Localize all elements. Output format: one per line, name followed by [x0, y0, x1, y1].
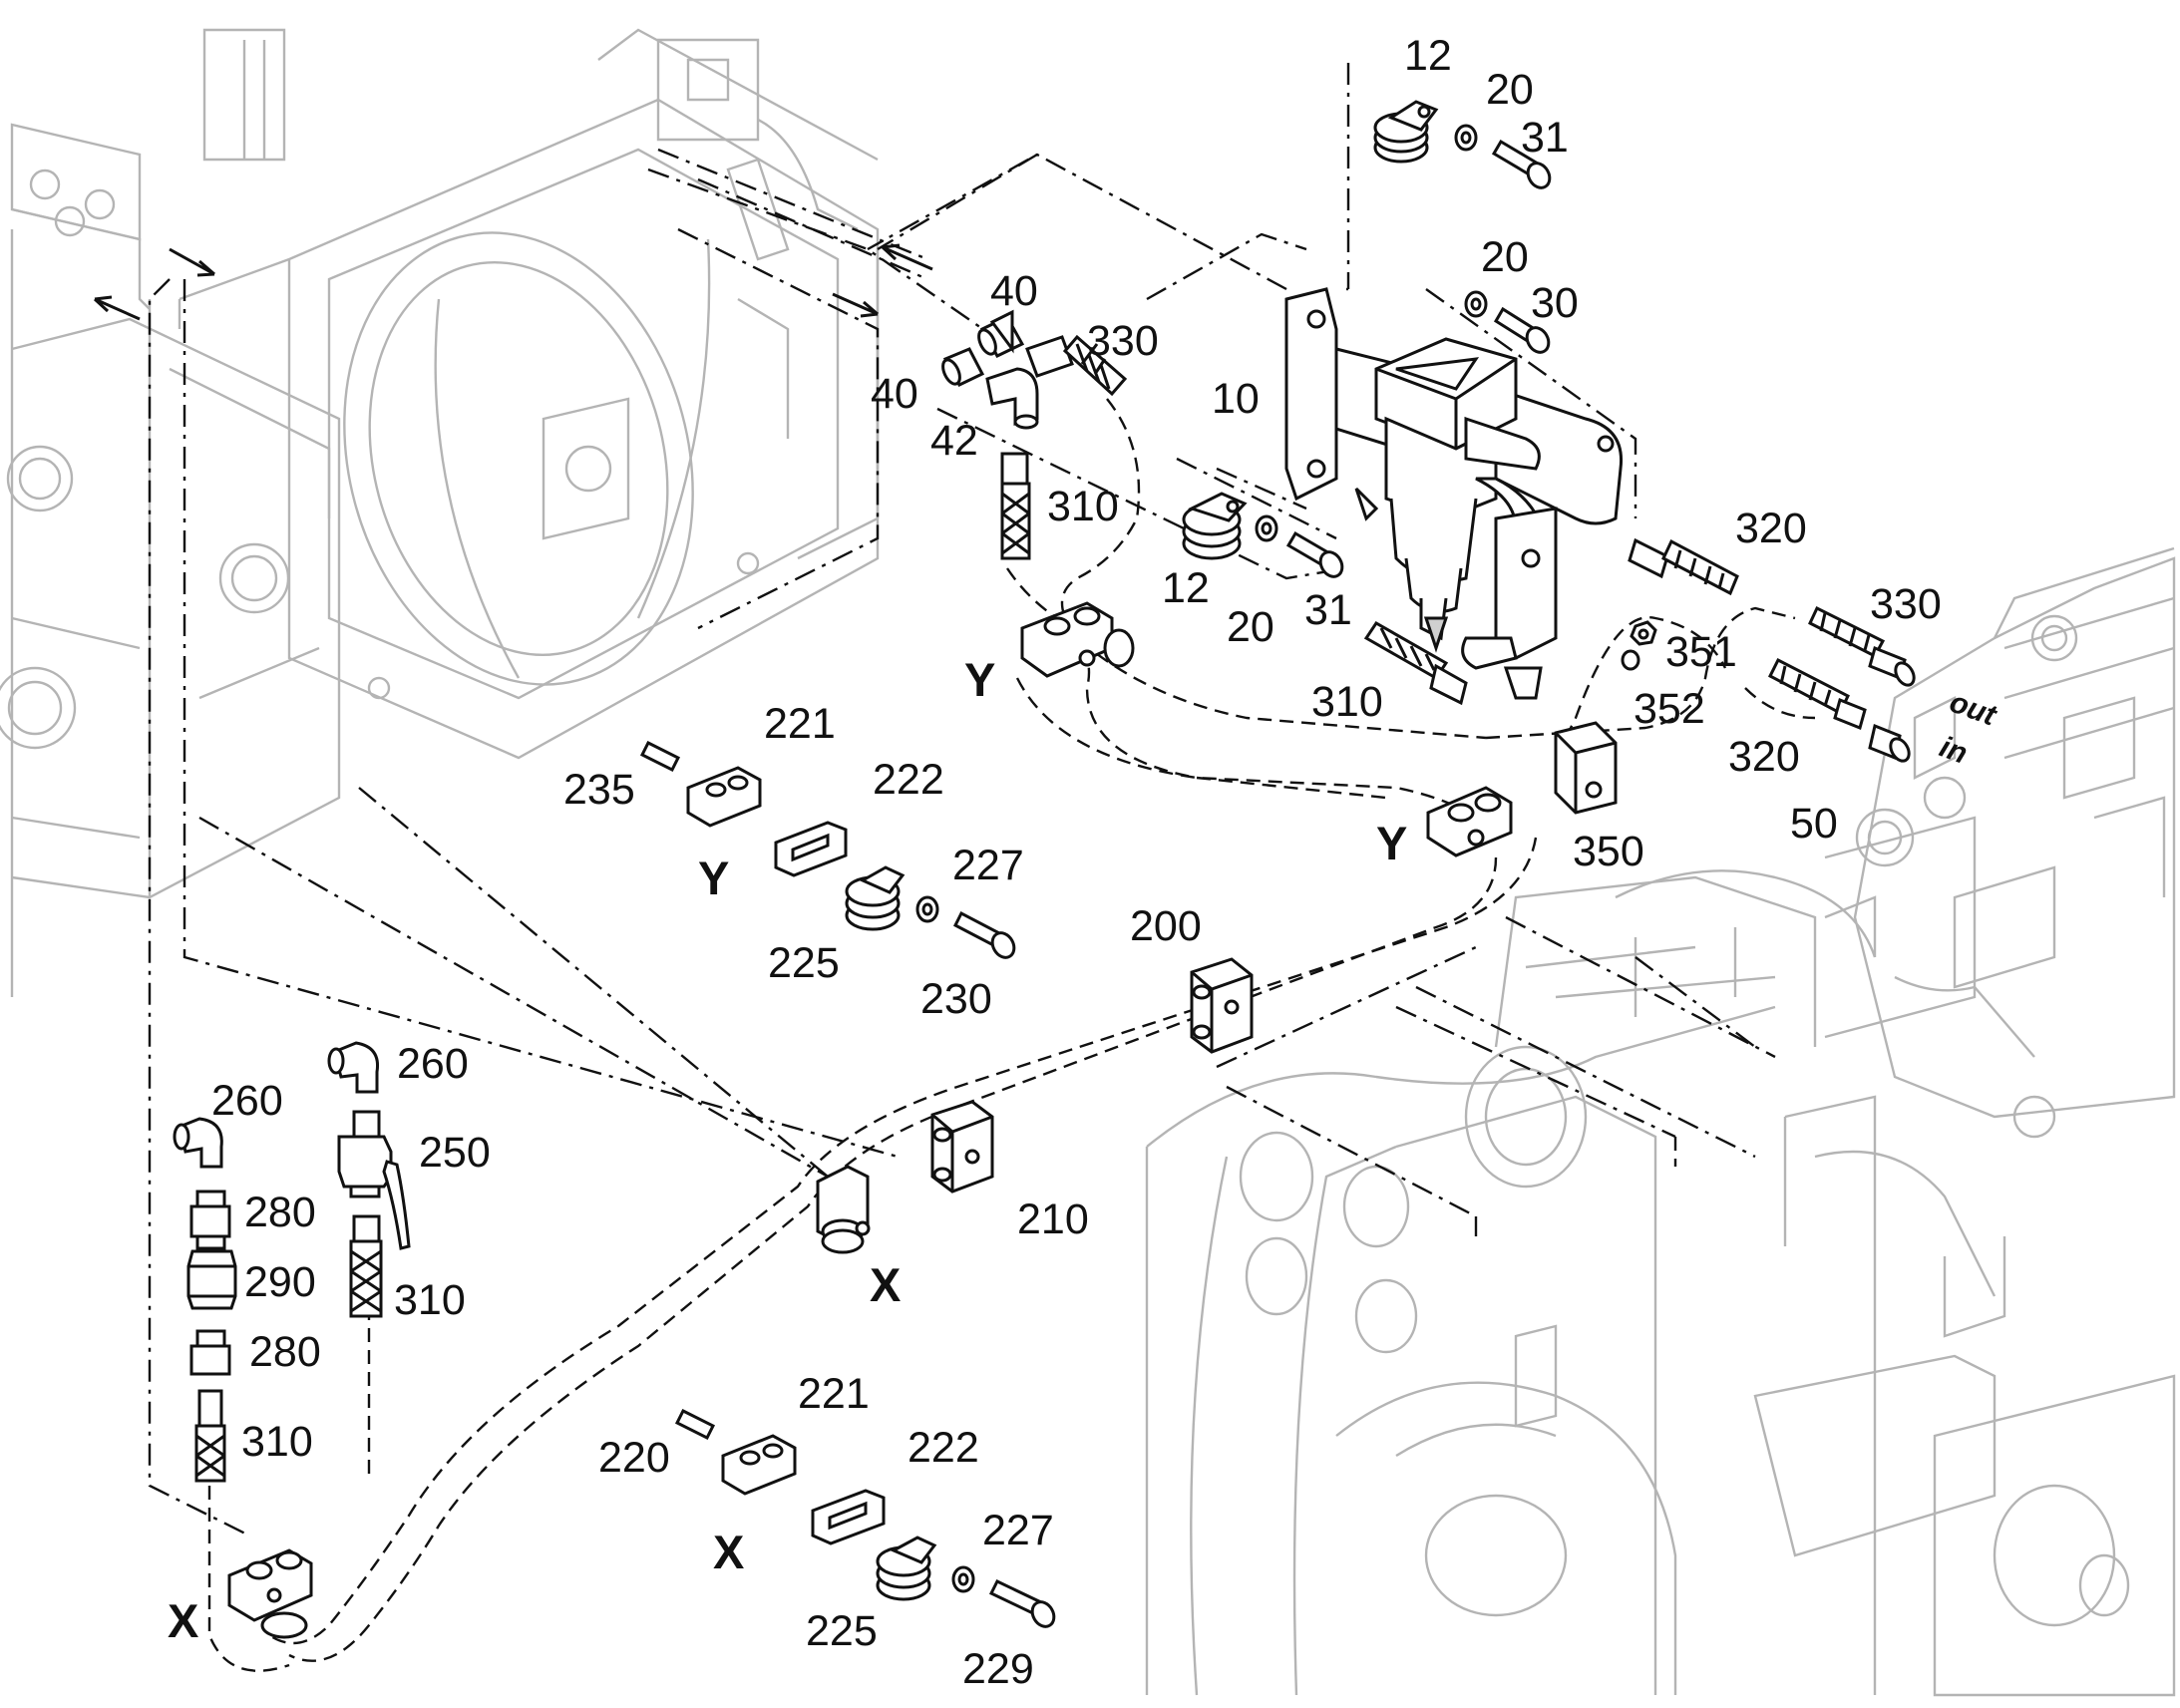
part-number-labels: 12 20 31 20 30 40 330 40 10 42 310 12 20… [211, 32, 1942, 1693]
washer-20-b [1464, 290, 1488, 318]
label-280-b: 280 [249, 1328, 321, 1376]
left-hose-stack [173, 1117, 237, 1483]
chassis-frame-outline [1145, 816, 2176, 1697]
hose-330-right [1808, 605, 1916, 687]
label-250: 250 [419, 1129, 491, 1177]
flow-direction-labels: out in [1936, 686, 2002, 771]
label-227-a: 227 [952, 842, 1024, 889]
fitting-50 [1868, 723, 1911, 763]
label-31-b: 31 [1304, 586, 1352, 634]
washer-352 [1621, 649, 1640, 671]
clamp-y-upper [1020, 601, 1135, 678]
label-40-a: 40 [990, 267, 1038, 315]
label-10: 10 [1212, 375, 1260, 423]
label-320-a: 320 [1735, 505, 1807, 552]
label-200: 200 [1130, 902, 1202, 950]
label-20-c: 20 [1227, 603, 1274, 651]
fitting-40-lower [941, 347, 985, 387]
label-280-a: 280 [244, 1189, 316, 1236]
label-225-a: 225 [768, 939, 840, 987]
label-310-a: 310 [1047, 483, 1119, 530]
label-42: 42 [930, 417, 978, 465]
right-hose-stack [327, 1041, 411, 1318]
bolt-30 [1493, 306, 1551, 354]
label-20-top: 20 [1486, 66, 1534, 114]
label-221-b: 221 [798, 1370, 870, 1418]
flow-arrows [93, 243, 933, 321]
hose-330-upper [1025, 334, 1128, 397]
callout-y-top: Y [964, 653, 995, 706]
detail-callouts: Y Y Y X X X [168, 653, 1407, 1647]
label-230: 230 [920, 975, 992, 1023]
label-290: 290 [244, 1258, 316, 1306]
label-350: 350 [1573, 828, 1644, 875]
label-40-b: 40 [871, 370, 918, 418]
clamp-x-mid [816, 1165, 871, 1254]
label-352: 352 [1634, 685, 1705, 733]
label-310-d: 310 [241, 1418, 313, 1466]
label-30: 30 [1531, 279, 1579, 327]
engine-outline [1824, 546, 2176, 1139]
label-310-c: 310 [394, 1276, 466, 1324]
label-20-b: 20 [1481, 233, 1529, 281]
clamp-350 [1554, 721, 1618, 815]
hose-310-upper [1000, 452, 1031, 560]
washer-20-top [1454, 124, 1478, 152]
bolt-31-middle [1285, 530, 1344, 578]
background-machine-structure [0, 28, 2176, 1697]
label-12-b: 12 [1162, 564, 1210, 612]
label-31-top: 31 [1521, 114, 1569, 162]
label-330-b: 330 [1870, 580, 1942, 628]
label-222-b: 222 [908, 1424, 979, 1472]
clamp-210 [930, 1100, 994, 1194]
callout-y-mid: Y [1376, 817, 1407, 869]
label-12-top: 12 [1404, 32, 1452, 80]
clamp-12-middle [1182, 492, 1248, 560]
label-235: 235 [563, 766, 635, 814]
clamp-12-top [1373, 100, 1439, 164]
label-260-a: 260 [211, 1077, 283, 1125]
label-221-a: 221 [764, 700, 836, 748]
fuel-filter-assembly [1284, 287, 1624, 700]
hose-routing [207, 398, 1816, 1672]
label-220: 220 [598, 1434, 670, 1482]
label-229: 229 [962, 1645, 1034, 1693]
hose-320-upper [1628, 537, 1739, 596]
hose-320-right [1768, 657, 1867, 731]
detail-x-parts [674, 1408, 1056, 1628]
label-260-b: 260 [397, 1040, 469, 1088]
clamp-200 [1190, 957, 1254, 1054]
elbow-42 [985, 367, 1039, 430]
callout-x-left: X [168, 1594, 198, 1647]
bolt-31-top [1491, 139, 1552, 189]
washer-20-c [1255, 514, 1278, 542]
label-330-a: 330 [1087, 317, 1159, 365]
label-351: 351 [1665, 628, 1737, 676]
callout-x-detail: X [713, 1526, 744, 1578]
nut-351 [1630, 620, 1657, 646]
hose-310-filter [1363, 621, 1468, 706]
label-50: 50 [1790, 800, 1838, 848]
detail-y-parts [639, 740, 1016, 959]
clamp-x-left [227, 1548, 313, 1639]
label-225-b: 225 [806, 1607, 878, 1655]
label-310-b: 310 [1311, 678, 1383, 726]
label-210: 210 [1017, 1196, 1089, 1243]
radiator-package-outline [178, 28, 880, 760]
assembly-reference-lines [148, 63, 1776, 1537]
label-227-b: 227 [982, 1507, 1054, 1554]
callout-y-detail: Y [698, 852, 729, 904]
clamp-y-lower [1426, 786, 1513, 857]
callout-x-mid: X [870, 1258, 901, 1311]
fitting-40-upper [977, 309, 1025, 358]
label-320-b: 320 [1728, 733, 1800, 781]
label-222-a: 222 [873, 756, 944, 804]
